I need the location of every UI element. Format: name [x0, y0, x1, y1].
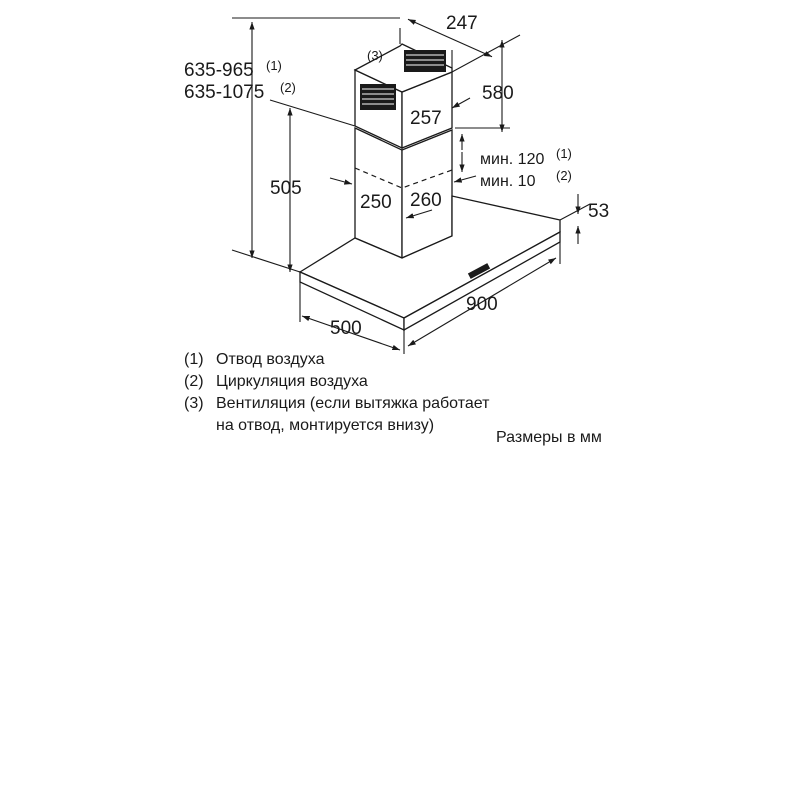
dim-upper-chimney-height: 580 — [482, 83, 514, 104]
vent-ref-label: (3) — [367, 48, 383, 63]
dim-total-height-recirc: 635-1075 — [184, 82, 264, 103]
dim-total-height-recirc-ref: (2) — [280, 80, 296, 95]
dimension-lines — [231, 17, 591, 354]
legend-item-2-num: (2) — [184, 373, 204, 390]
dim-upper-chimney-width: 257 — [410, 108, 442, 129]
dim-min-gap-exhaust: мин. 120 — [480, 151, 544, 168]
hood-illustration — [298, 43, 561, 332]
dim-total-height-exhaust-ref: (1) — [266, 58, 282, 73]
dim-min-gap-arrow-bottom — [453, 175, 477, 183]
legend-item-3-num: (3) — [184, 395, 204, 412]
legend: (1) Отвод воздуха (2) Циркуляция воздуха… — [184, 351, 602, 446]
dim-canopy-thickness: 53 — [588, 201, 609, 222]
dim-chimney-width: 250 — [360, 192, 392, 213]
dim-hood-width: 900 — [466, 294, 498, 315]
dim-total-height-exhaust: 635-965 — [184, 60, 254, 81]
dim-500-line — [301, 315, 401, 351]
dim-260-arrow — [405, 209, 433, 219]
dim-250-arrow — [329, 177, 353, 185]
dim-900-line — [407, 257, 557, 347]
legend-item-1-text: Отвод воздуха — [216, 351, 325, 368]
units-note: Размеры в мм — [496, 429, 602, 446]
dim-min-gap-exhaust-ref: (1) — [556, 146, 572, 161]
legend-item-1-num: (1) — [184, 351, 204, 368]
vent-grille-front — [360, 84, 396, 110]
dim-min-gap-recirc-ref: (2) — [556, 168, 572, 183]
legend-item-3-text-line1: Вентиляция (если вытяжка работает — [216, 395, 490, 412]
dim-min-gap-recirc: мин. 10 — [480, 173, 536, 190]
legend-item-3-text-line2: на отвод, монтируется внизу) — [216, 417, 434, 434]
dim-257-arrow-top — [451, 97, 471, 109]
dim-chimney-depth: 260 — [410, 190, 442, 211]
legend-item-2-text: Циркуляция воздуха — [216, 373, 368, 390]
dim-lower-chimney-height: 505 — [270, 178, 302, 199]
dim-upper-chimney-depth: 247 — [446, 13, 478, 34]
dim-hood-depth: 500 — [330, 318, 362, 339]
vent-grille-back — [404, 50, 446, 72]
dim-247-line — [407, 18, 493, 58]
